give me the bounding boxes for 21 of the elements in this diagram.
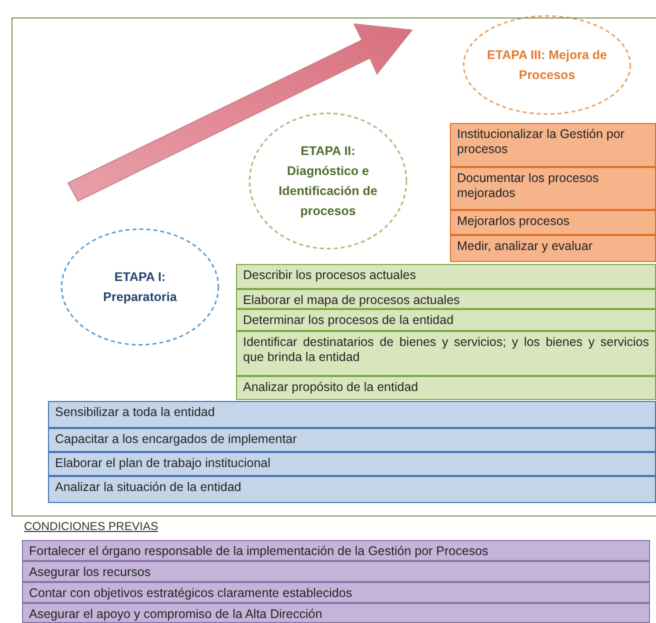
stage-two-task-row: Determinar los procesos de la entidad: [236, 309, 656, 331]
stage-three-task-row: Mejorarlos procesos: [450, 210, 656, 235]
stage-two-task-row: Describir los procesos actuales: [236, 264, 656, 289]
stage-ellipse: ETAPA III: Mejora de Procesos: [462, 15, 632, 115]
stage-ellipse: ETAPA I: Preparatoria: [60, 228, 220, 346]
stage-two-task-row: Analizar propósito de la entidad: [236, 376, 656, 400]
precondition-row: Asegurar el apoyo y compromiso de la Alta Dirección: [22, 603, 650, 623]
stage-one-task-row: Capacitar a los encargados de implementar: [48, 428, 656, 452]
stage-two-task-row: Elaborar el mapa de procesos actuales: [236, 289, 656, 309]
stage-three-task-row: Medir, analizar y evaluar: [450, 235, 656, 262]
stage-one-task-row: Sensibilizar a toda la entidad: [48, 401, 656, 428]
section-heading: CONDICIONES PREVIAS: [24, 520, 158, 535]
stage-three-task-row: Institucionalizar la Gestión por procesos: [450, 123, 656, 167]
stage-one-task-row: Elaborar el plan de trabajo institucional: [48, 452, 656, 476]
precondition-row: Contar con objetivos estratégicos claramente establecidos: [22, 582, 650, 603]
stage-two-task-row: Identificar destinatarios de bienes y servicios; y los bienes y servicios que brinda la entidad: [236, 331, 656, 376]
stage-three-task-row: Documentar los procesos mejorados: [450, 167, 656, 210]
precondition-row: Asegurar los recursos: [22, 561, 650, 582]
precondition-row: Fortalecer el órgano responsable de la implementación de la Gestión por Procesos: [22, 540, 650, 561]
stage-one-task-row: Analizar la situación de la entidad: [48, 476, 656, 503]
stage-ellipse: ETAPA II: Diagnóstico e Identificación de procesos: [248, 112, 408, 250]
